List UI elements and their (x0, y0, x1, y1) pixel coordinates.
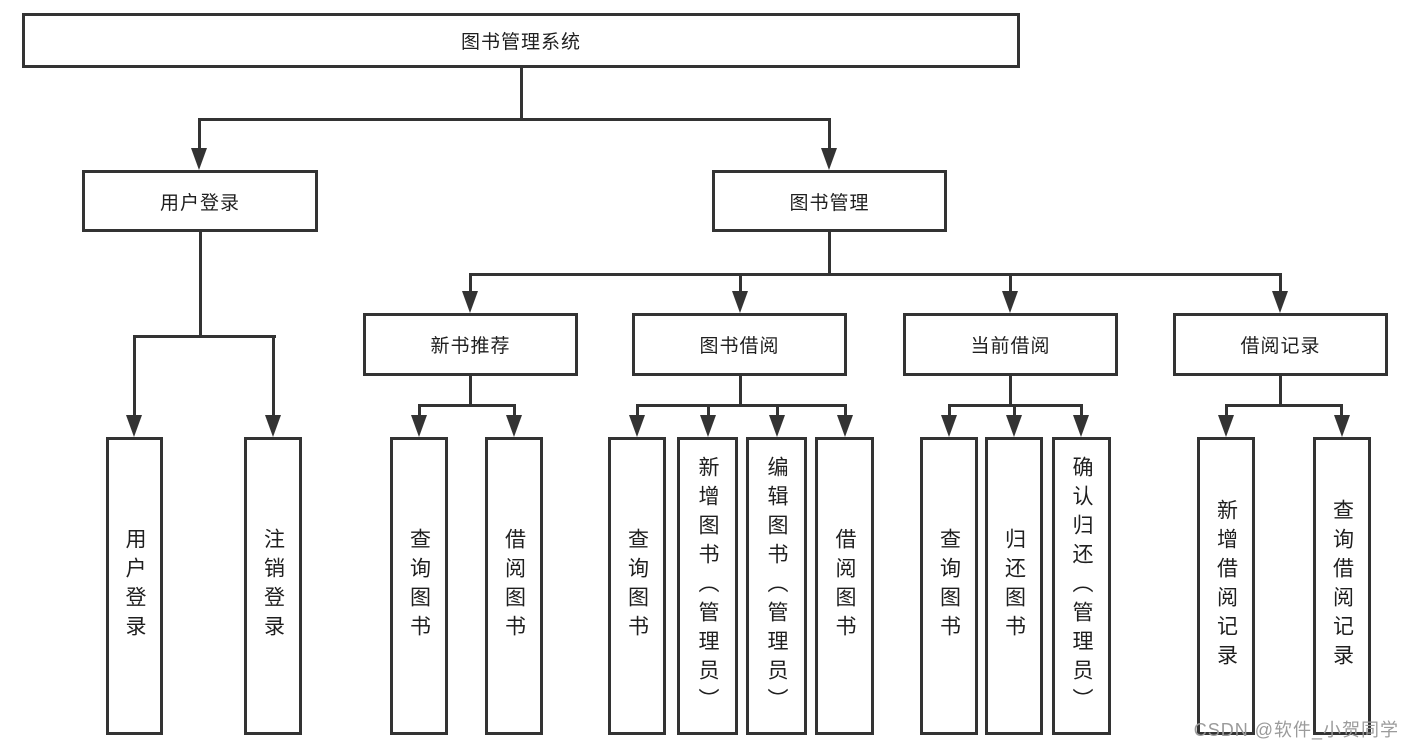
connector-line (513, 404, 516, 417)
leaf-label: 编辑图书（管理员） (765, 455, 788, 717)
connector-line (418, 404, 516, 407)
arrow-down-icon (1272, 291, 1288, 313)
node-current-borrowing: 当前借阅 (903, 313, 1118, 376)
arrow-down-icon (629, 415, 645, 437)
csdn-watermark: CSDN @软件_小贺同学 (1193, 720, 1399, 740)
connector-line (1279, 376, 1282, 404)
connector-line (198, 118, 831, 121)
leaf-user-login: 用户登录 (106, 437, 163, 735)
node-label: 新书推荐 (430, 336, 511, 357)
connector-line (636, 404, 639, 417)
leaf-label: 借阅图书 (502, 528, 526, 644)
leaf-confirm-return-admin: 确认归还（管理员） (1052, 437, 1111, 735)
connector-line (948, 404, 951, 417)
connector-line (828, 232, 831, 275)
connector-line (1340, 404, 1343, 417)
node-new-book-recommendation: 新书推荐 (363, 313, 578, 376)
arrow-down-icon (821, 148, 837, 170)
leaf-return-books: 归还图书 (985, 437, 1043, 735)
connector-line (199, 232, 202, 335)
arrow-down-icon (265, 415, 281, 437)
node-library-management-system: 图书管理系统 (22, 13, 1020, 68)
node-label: 图书管理 (789, 192, 870, 214)
leaf-query-borrow-record: 查询借阅记录 (1313, 437, 1371, 735)
connector-line (636, 404, 847, 407)
connector-line (1279, 273, 1282, 293)
node-book-borrowing: 图书借阅 (632, 313, 847, 376)
arrow-down-icon (1006, 415, 1022, 437)
arrow-down-icon (769, 415, 785, 437)
node-user-login: 用户登录 (82, 170, 318, 232)
connector-line (520, 68, 523, 118)
leaf-label: 用户登录 (123, 528, 146, 644)
arrow-down-icon (1073, 415, 1089, 437)
node-label: 图书借阅 (699, 336, 780, 357)
connector-line (198, 118, 201, 151)
connector-line (739, 376, 742, 404)
leaf-query-books: 查询图书 (390, 437, 448, 735)
arrow-down-icon (506, 415, 522, 437)
arrow-down-icon (732, 291, 748, 313)
connector-line (469, 273, 1282, 276)
connector-line (1080, 404, 1083, 417)
leaf-label: 查询图书 (407, 528, 431, 644)
connector-line (1009, 376, 1012, 404)
leaf-borrow-books: 借阅图书 (485, 437, 543, 735)
leaf-label: 注销登录 (261, 528, 285, 644)
leaf-add-borrow-record: 新增借阅记录 (1197, 437, 1255, 735)
node-label: 图书管理系统 (460, 32, 581, 53)
arrow-down-icon (126, 415, 142, 437)
connector-line (1225, 404, 1343, 407)
node-book-management: 图书管理 (712, 170, 947, 232)
connector-line (776, 404, 779, 417)
node-borrowing-records: 借阅记录 (1173, 313, 1388, 376)
leaf-query-books: 查询图书 (608, 437, 666, 735)
leaf-label: 查询借阅记录 (1330, 499, 1354, 673)
arrow-down-icon (1218, 415, 1234, 437)
leaf-label: 确认归还（管理员） (1070, 455, 1093, 717)
connector-line (828, 118, 831, 151)
arrow-down-icon (1002, 291, 1018, 313)
leaf-label: 新增借阅记录 (1214, 499, 1238, 673)
leaf-label: 查询图书 (625, 528, 649, 644)
leaf-label: 借阅图书 (833, 528, 856, 644)
arrow-down-icon (191, 148, 207, 170)
arrow-down-icon (700, 415, 716, 437)
connector-line (418, 404, 421, 417)
connector-line (133, 335, 276, 338)
connector-line (272, 335, 275, 417)
leaf-edit-books-admin: 编辑图书（管理员） (746, 437, 807, 735)
connector-line (469, 273, 472, 293)
arrow-down-icon (941, 415, 957, 437)
leaf-label: 查询图书 (937, 528, 961, 644)
connector-line (707, 404, 710, 417)
connector-line (133, 335, 136, 417)
leaf-add-books-admin: 新增图书（管理员） (677, 437, 738, 735)
node-label: 借阅记录 (1240, 336, 1321, 357)
leaf-label: 归还图书 (1002, 528, 1026, 644)
arrow-down-icon (462, 291, 478, 313)
arrow-down-icon (837, 415, 853, 437)
arrow-down-icon (411, 415, 427, 437)
connector-line (1013, 404, 1016, 417)
connector-line (739, 273, 742, 293)
connector-line (469, 376, 472, 404)
connector-line (1009, 273, 1012, 293)
leaf-query-books: 查询图书 (920, 437, 978, 735)
node-label: 用户登录 (159, 192, 240, 214)
arrow-down-icon (1334, 415, 1350, 437)
leaf-logout: 注销登录 (244, 437, 302, 735)
connector-line (1225, 404, 1228, 417)
leaf-borrow-books: 借阅图书 (815, 437, 874, 735)
leaf-label: 新增图书（管理员） (696, 455, 719, 717)
connector-line (844, 404, 847, 417)
node-label: 当前借阅 (970, 336, 1051, 357)
